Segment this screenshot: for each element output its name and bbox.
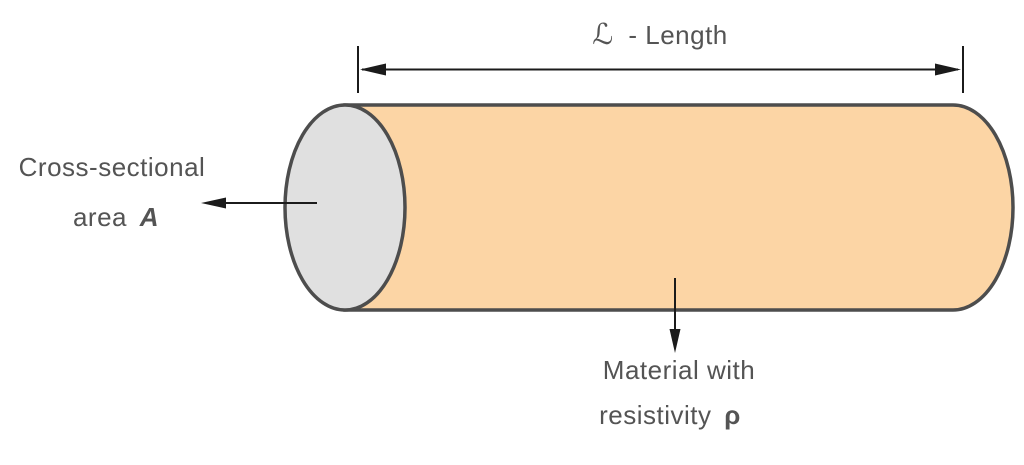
cross-section-arrowhead-icon [201, 197, 226, 209]
length-symbol: ℒ [592, 17, 613, 51]
material-arrowhead-icon [669, 329, 681, 353]
cross-section-label: Cross-sectional area A [19, 152, 206, 232]
cross-section-label-line1: Cross-sectional [19, 152, 206, 182]
length-dimension [357, 46, 964, 93]
cross-section-label-line2: area A [73, 202, 159, 232]
rho-symbol: ρ [724, 400, 741, 430]
cross-section-pointer [201, 197, 317, 209]
resistivity-text: resistivity [599, 400, 711, 430]
material-pointer [669, 278, 681, 353]
cross-section-area-text: area [73, 202, 127, 232]
material-label: Material with resistivity ρ [599, 355, 755, 430]
area-symbol: A [139, 202, 159, 232]
length-label: ℒ - Length [592, 17, 728, 51]
length-text: - Length [628, 20, 727, 50]
dimension-arrowhead-left-icon [360, 63, 386, 76]
material-label-line2: resistivity ρ [599, 400, 741, 430]
cylinder-body [343, 103, 1015, 312]
dimension-arrowhead-right-icon [935, 63, 961, 76]
material-label-line1: Material with [603, 355, 755, 385]
cylinder-cross-section-face [283, 103, 407, 312]
